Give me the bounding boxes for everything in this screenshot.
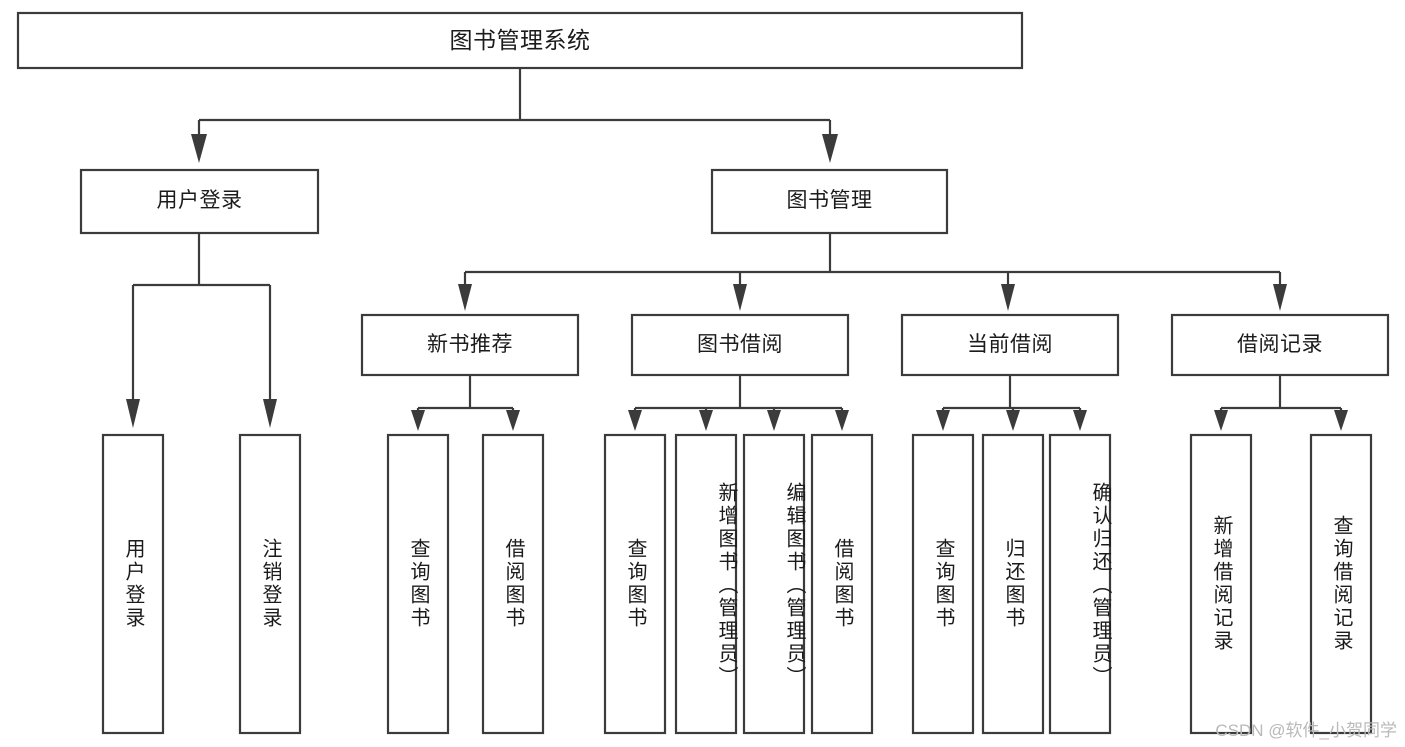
arrowhead-root-to-user-login [191,134,207,163]
arrowhead-bb-leaf-2 [699,410,713,431]
node-box-leaf-confirm-return[interactable] [1048,433,1112,735]
node-box-book-manage[interactable] [710,168,949,235]
arrowhead-nbr-leaf-2 [506,410,520,431]
node-box-leaf-query-book-1[interactable] [386,433,450,735]
arrowhead-bb-leaf-4 [835,410,849,431]
node-box-current-borrow[interactable] [900,313,1120,377]
arrowhead-root-to-book-manage [822,134,838,163]
node-box-leaf-query-book-2[interactable] [603,433,667,735]
arrowhead-bm-to-current-borrow [1001,284,1015,311]
node-box-leaf-add-record[interactable] [1189,433,1253,735]
arrowhead-bm-to-new-book-recommend [458,284,472,311]
arrowhead-br-leaf-2 [1334,410,1348,431]
arrowhead-bb-leaf-3 [767,410,781,431]
arrowhead-user-login-leaf-1 [126,399,140,428]
node-box-leaf-query-book-3[interactable] [911,433,975,735]
node-box-leaf-borrow-book-2[interactable] [810,433,874,735]
arrowhead-cb-leaf-2 [1006,410,1020,431]
arrowhead-user-login-leaf-2 [263,399,277,428]
arrowhead-bb-leaf-1 [628,410,642,431]
node-box-leaf-add-book[interactable] [674,433,738,735]
node-box-borrow-record[interactable] [1170,313,1390,377]
node-box-leaf-query-record[interactable] [1309,433,1373,735]
node-box-new-book-recommend[interactable] [360,313,580,377]
node-box-leaf-return-book[interactable] [981,433,1045,735]
arrowhead-cb-leaf-1 [936,410,950,431]
node-box-leaf-edit-book[interactable] [742,433,806,735]
node-box-user-login[interactable] [79,168,320,235]
node-box-leaf-logout-login[interactable] [238,433,302,735]
csdn-watermark: CSDN @软件_小贺同学 [1215,721,1397,740]
node-box-leaf-user-login[interactable] [101,433,165,735]
arrowhead-nbr-leaf-1 [411,410,425,431]
node-box-book-borrow[interactable] [630,313,850,377]
node-box-root[interactable] [16,11,1024,70]
arrowhead-bm-to-borrow-record [1273,284,1287,311]
arrowhead-cb-leaf-3 [1073,410,1087,431]
arrowhead-bm-to-book-borrow [733,284,747,311]
node-box-leaf-borrow-book-1[interactable] [481,433,545,735]
arrowhead-br-leaf-1 [1214,410,1228,431]
